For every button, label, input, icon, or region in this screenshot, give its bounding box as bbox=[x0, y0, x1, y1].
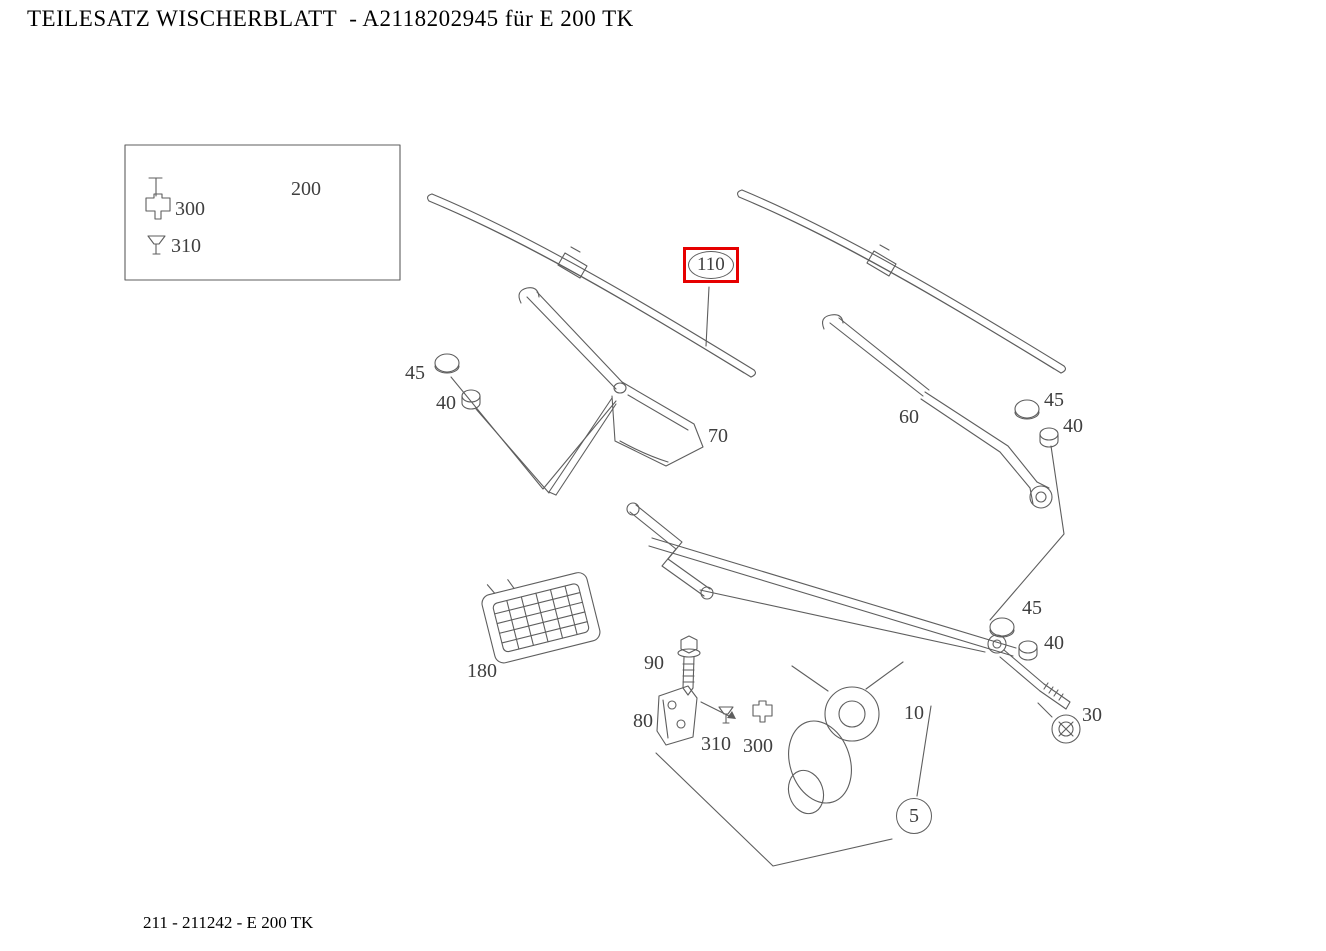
part-label-45-right[interactable]: 45 bbox=[1044, 389, 1064, 411]
part-label-80[interactable]: 80 bbox=[633, 710, 653, 732]
part-label-45-lower[interactable]: 45 bbox=[1022, 597, 1042, 619]
part-label-300-center[interactable]: 300 bbox=[743, 735, 773, 757]
part-label-110: 110 bbox=[697, 254, 725, 275]
part-label-30[interactable]: 30 bbox=[1082, 704, 1102, 726]
footer-text: 211 - 211242 - E 200 TK bbox=[143, 913, 314, 932]
bolt-icon bbox=[1037, 702, 1081, 744]
part-label-40-lower[interactable]: 40 bbox=[1044, 632, 1064, 654]
part-label-200[interactable]: 200 bbox=[291, 178, 321, 200]
screw-icon bbox=[677, 635, 701, 696]
cap-icon-lower bbox=[989, 617, 1015, 638]
part-label-180[interactable]: 180 bbox=[467, 660, 497, 682]
group-callout-5[interactable]: 5 bbox=[896, 798, 932, 834]
nut-icon-lower bbox=[1018, 640, 1038, 661]
clip-icon-center bbox=[752, 700, 773, 723]
part-label-90[interactable]: 90 bbox=[644, 652, 664, 674]
rivet-icon-legend bbox=[147, 235, 166, 255]
bracket-icon bbox=[656, 685, 698, 746]
part-label-10[interactable]: 10 bbox=[904, 702, 924, 724]
part-label-70[interactable]: 70 bbox=[708, 425, 728, 447]
part-label-60[interactable]: 60 bbox=[899, 406, 919, 428]
leader-lines bbox=[450, 286, 1065, 867]
wiper-arm-right bbox=[822, 314, 1053, 509]
wiper-blade-right bbox=[737, 189, 1066, 374]
part-label-310-legend[interactable]: 310 bbox=[171, 235, 201, 257]
cap-icon-left bbox=[434, 353, 460, 374]
page-title: TEILESATZ WISCHERBLATT - A2118202945 für… bbox=[27, 6, 634, 31]
linkage-assembly bbox=[626, 502, 1071, 710]
part-label-40-right[interactable]: 40 bbox=[1063, 415, 1083, 437]
wiper-blade-left bbox=[427, 193, 756, 378]
rivet-icon-center bbox=[718, 706, 734, 724]
clip-icon-legend bbox=[145, 177, 171, 220]
callout-ellipse: 110 bbox=[688, 251, 734, 279]
cap-icon-right bbox=[1014, 399, 1040, 420]
leader-arrow bbox=[700, 701, 736, 719]
part-label-40-left[interactable]: 40 bbox=[436, 392, 456, 414]
wiper-arm-left bbox=[518, 287, 704, 496]
part-label-300-legend[interactable]: 300 bbox=[175, 198, 205, 220]
part-label-45-left[interactable]: 45 bbox=[405, 362, 425, 384]
part-label-310-center[interactable]: 310 bbox=[701, 733, 731, 755]
wiper-motor bbox=[787, 661, 904, 815]
nut-icon-right bbox=[1039, 427, 1059, 448]
control-module bbox=[481, 572, 601, 664]
selected-part-callout[interactable]: 110 bbox=[683, 247, 739, 283]
legend-box bbox=[124, 144, 401, 281]
part-label-5: 5 bbox=[909, 804, 919, 827]
